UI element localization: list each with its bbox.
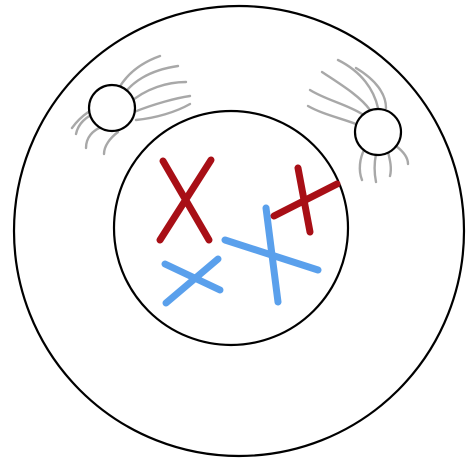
right-centrosome <box>355 109 401 155</box>
nucleus <box>114 111 348 345</box>
left-centrosome <box>89 85 135 131</box>
